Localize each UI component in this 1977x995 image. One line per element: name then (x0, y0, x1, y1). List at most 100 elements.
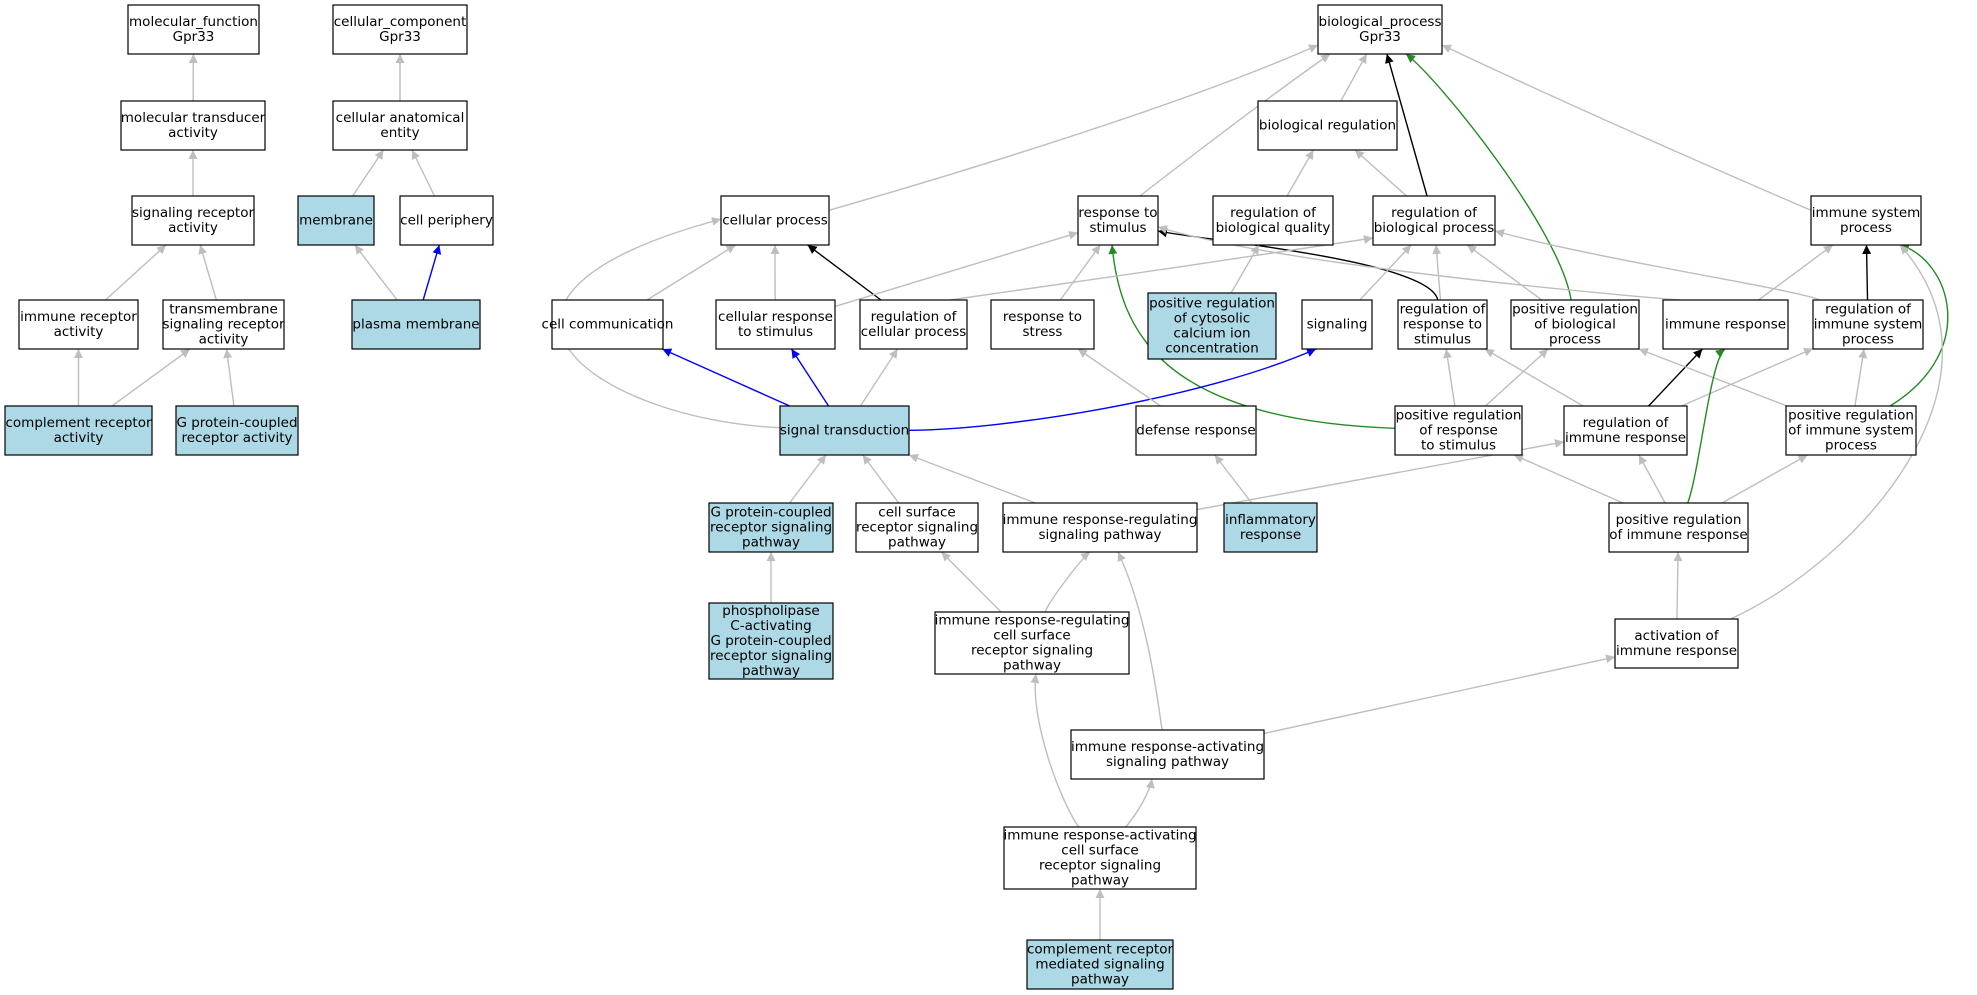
node-label-line: molecular_function (129, 14, 258, 30)
node-box (1135, 405, 1257, 456)
node-box (855, 502, 979, 553)
edge-arrow (1441, 44, 1812, 211)
node-label-line: G protein-coupled (176, 415, 297, 431)
edge-arrow (1721, 454, 1808, 504)
node-box (1147, 292, 1277, 360)
go-term-node-dr[interactable]: defense response (1135, 405, 1257, 456)
node-box (1614, 618, 1739, 669)
node-label-line: of immune response (1609, 527, 1747, 543)
node-label-line: receptor signaling (710, 648, 832, 664)
go-term-node-sig[interactable]: signaling (1301, 299, 1373, 350)
go-term-node-ccom[interactable]: cell communication (542, 299, 674, 350)
edge-risp-to-rbp (1494, 229, 1821, 301)
node-label-line: cellular process (722, 213, 828, 229)
edge-iracs-to-irrcs (1030, 673, 1080, 828)
edge-arrow (940, 551, 1002, 613)
node-box (1223, 502, 1318, 553)
edge-arrow (198, 244, 217, 301)
node-label-line: pathway (888, 535, 946, 551)
edge-arrow (790, 348, 830, 407)
node-label-line: receptor signaling (710, 520, 832, 536)
node-label-line: biological process (1374, 220, 1495, 236)
go-term-node-cper[interactable]: cell periphery (399, 195, 494, 246)
node-label-line: concentration (1165, 341, 1259, 357)
node-label-line: G protein-coupled (710, 633, 831, 649)
edge-arrow (1354, 149, 1407, 197)
go-term-node-ir[interactable]: immune response (1662, 299, 1789, 350)
go-term-node-breg[interactable]: biological regulation (1257, 100, 1398, 151)
node-label-line: entity (380, 125, 419, 141)
go-term-node-cproc[interactable]: cellular process (720, 195, 830, 246)
node-label-line: immune response-activating (1071, 739, 1264, 755)
node-box (399, 195, 494, 246)
edge-air-to-prir (1673, 551, 1683, 620)
node-label-line: immune response (1616, 643, 1737, 659)
node-label-line: immune system (1814, 317, 1923, 333)
edge-st-to-crs (790, 348, 830, 407)
edge-prir-to-prrts (1513, 454, 1624, 504)
go-term-node-pm[interactable]: plasma membrane (351, 299, 481, 350)
edge-cproc-to-bp (828, 44, 1319, 211)
node-box (120, 100, 266, 151)
node-box (1372, 195, 1496, 246)
node-label-line: pathway (742, 535, 800, 551)
edge-arrow (1340, 53, 1368, 102)
node-label-line: receptor signaling (1039, 858, 1161, 874)
node-label-line: response to (1078, 205, 1157, 221)
node-box (1394, 405, 1523, 456)
edge-rbq-to-breg (1286, 149, 1315, 197)
node-label-line: positive regulation (1396, 408, 1522, 424)
edge-prir-to-prisp (1721, 454, 1808, 504)
node-box (708, 602, 834, 680)
edge-tsra-to-sra (198, 244, 217, 301)
go-term-node-mem[interactable]: membrane (297, 195, 375, 246)
edge-mem-to-cae (351, 149, 385, 197)
node-label-line: process (1842, 332, 1894, 348)
edge-pm-to-mem (354, 244, 398, 301)
go-term-node-st[interactable]: signal transduction (779, 405, 910, 456)
edge-layer (74, 44, 1949, 940)
node-label-line: activity (54, 324, 104, 340)
node-label-line: process (1840, 220, 1892, 236)
node-label-line: molecular transducer (121, 110, 266, 126)
node-box (715, 299, 836, 350)
node-label-line: pathway (1071, 972, 1129, 988)
node-label-line: regulation of (871, 309, 958, 325)
node-box (332, 4, 468, 55)
